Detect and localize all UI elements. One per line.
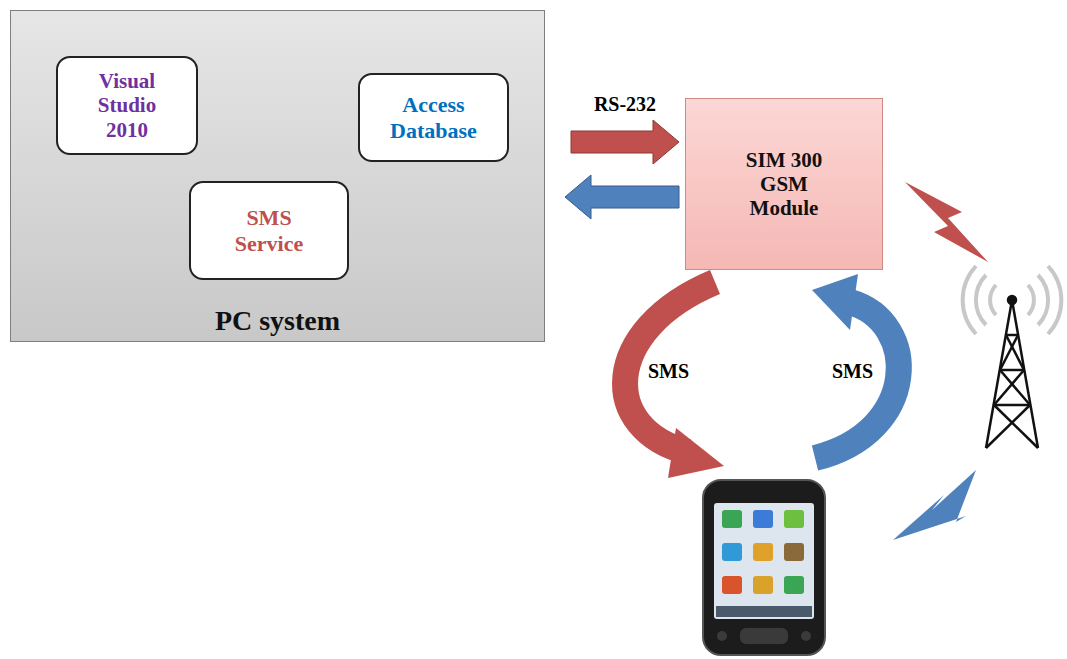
phone-icon	[753, 510, 773, 528]
phone-icon	[722, 510, 742, 528]
database-box: Access Database	[358, 73, 509, 162]
box-label: SMS Service	[217, 205, 322, 256]
phone-softkey-bar	[716, 606, 812, 617]
phone-icon	[753, 576, 773, 594]
box-label: Visual Studio 2010	[77, 69, 177, 141]
sms-arrow-out-head	[668, 428, 724, 478]
software-box: Visual Studio 2010	[56, 56, 198, 155]
panel-title: PC system	[78, 305, 478, 337]
sms-arrow-out	[625, 282, 715, 452]
phone-icon	[784, 543, 804, 561]
box-label: Access Database	[374, 92, 494, 143]
link-label: SMS	[832, 360, 873, 383]
signal-bolt-red	[905, 182, 988, 262]
phone-icon	[784, 510, 804, 528]
block-arrow	[565, 175, 679, 219]
service-box: SMS Service	[189, 181, 349, 280]
phone-icon	[753, 543, 773, 561]
sms-arrow-in-head	[812, 274, 858, 330]
phone-icon	[784, 576, 804, 594]
signal-bolt-blue	[893, 470, 976, 540]
phone-icon	[722, 576, 742, 594]
edge-label: RS-232	[594, 93, 656, 116]
sms-arrow-in	[815, 302, 899, 458]
tower-mast	[986, 296, 1038, 448]
link-label: SMS	[648, 360, 689, 383]
box-label: SIM 300 GSM Module	[737, 148, 832, 220]
phone-icon	[722, 543, 742, 561]
mobile-phone	[703, 480, 825, 655]
pc-system-panel: PC system Visual Studio 2010 Access Databa…	[10, 10, 545, 342]
gsm-module-box: SIM 300 GSM Module	[685, 98, 883, 270]
block-arrow	[571, 120, 679, 164]
